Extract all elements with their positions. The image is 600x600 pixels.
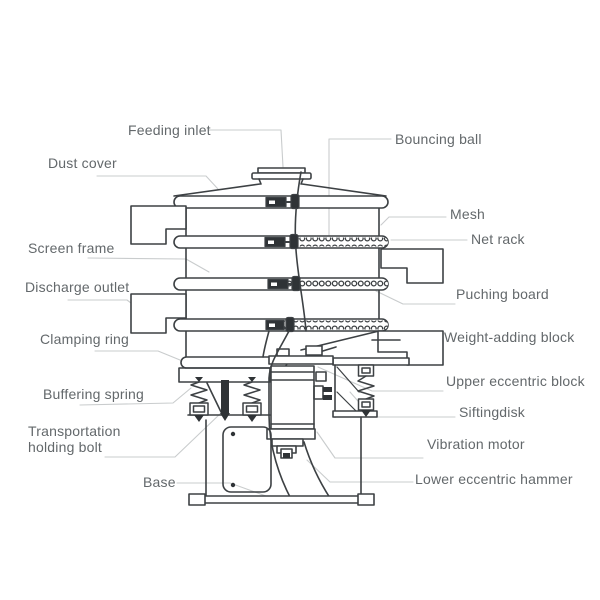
dust-cover-shape	[173, 183, 387, 197]
buffering-spring-mid	[242, 377, 262, 422]
leader-dust-cover	[96, 175, 219, 190]
label-screen-frame: Screen frame	[28, 240, 115, 256]
label-transportation-holding-bolt: Transportation holding bolt	[28, 423, 121, 455]
vibration-motor-shape	[268, 345, 334, 430]
label-discharge-outlet: Discharge outlet	[25, 279, 130, 295]
feeding-inlet-shape	[251, 167, 312, 185]
label-buffering-spring: Buffering spring	[43, 386, 145, 402]
label-vibration-motor: Vibration motor	[427, 436, 525, 452]
label-net-rack: Net rack	[471, 231, 525, 247]
leader-feeding-inlet	[207, 129, 284, 168]
right-spring	[357, 364, 375, 417]
label-weight-adding-block: Weight-adding block	[444, 329, 575, 345]
label-feeding-inlet: Feeding inlet	[128, 122, 211, 138]
label-clamping-ring: Clamping ring	[40, 331, 129, 347]
mesh-bands	[272, 237, 388, 330]
leader-vibration-motor	[316, 431, 424, 459]
label-puching-board: Puching board	[456, 286, 549, 302]
leader-clamping-ring	[94, 350, 181, 361]
leader-buffering-spring	[79, 387, 192, 406]
label-siftingdisk: Siftingdisk	[459, 404, 526, 420]
label-base: Base	[143, 474, 176, 490]
label-upper-eccentric-block: Upper eccentric block	[446, 373, 585, 389]
outlets-right	[377, 248, 444, 366]
leader-screen-frame	[87, 257, 210, 273]
leader-puching-board	[375, 290, 456, 305]
label-lower-eccentric-hammer: Lower eccentric hammer	[415, 471, 573, 487]
label-dust-cover: Dust cover	[48, 155, 117, 171]
transportation-bolt-shape	[220, 380, 230, 421]
buffering-spring-left	[189, 377, 209, 422]
ring-clamps	[264, 193, 301, 333]
discharge-outlets-left	[130, 205, 187, 334]
label-bouncing-ball: Bouncing ball	[395, 131, 482, 147]
leader-base	[176, 482, 278, 501]
base-shape	[188, 330, 375, 506]
label-mesh: Mesh	[450, 206, 486, 222]
leader-lower-eccentric-hammer	[306, 459, 414, 483]
leader-upper-eccentric-block	[317, 366, 444, 392]
leader-mesh	[380, 216, 447, 226]
